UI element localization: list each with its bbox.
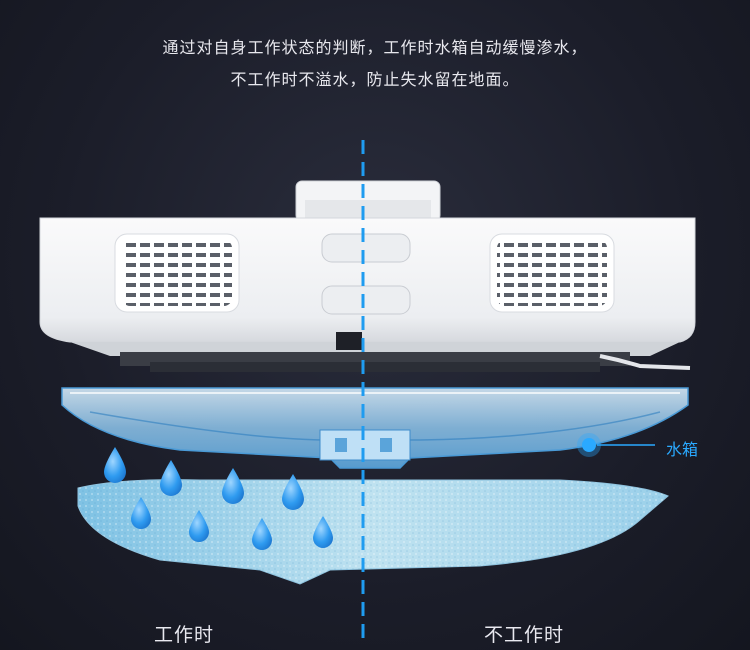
tank-label: 水箱	[666, 440, 699, 459]
water-drop-icon	[189, 510, 209, 542]
water-drop-icon	[131, 497, 151, 529]
caption-line-1: 通过对自身工作状态的判断，工作时水箱自动缓慢渗水，	[162, 38, 588, 57]
water-drop-icon	[222, 468, 244, 504]
mop-pad	[77, 479, 669, 585]
water-tank	[61, 387, 689, 469]
water-drop-icon	[282, 474, 304, 510]
robot-body	[39, 180, 696, 372]
working-label: 工作时	[154, 624, 215, 646]
not-working-label: 不工作时	[484, 624, 565, 646]
water-drop-icon	[104, 447, 126, 483]
water-drop-icon	[160, 460, 182, 496]
caption-line-2: 不工作时不溢水，防止失水留在地面。	[230, 70, 520, 89]
water-drop-icon	[313, 516, 333, 548]
water-drop-icon	[252, 518, 272, 550]
tank-pointer-icon	[577, 433, 655, 457]
water-drops	[104, 447, 333, 550]
